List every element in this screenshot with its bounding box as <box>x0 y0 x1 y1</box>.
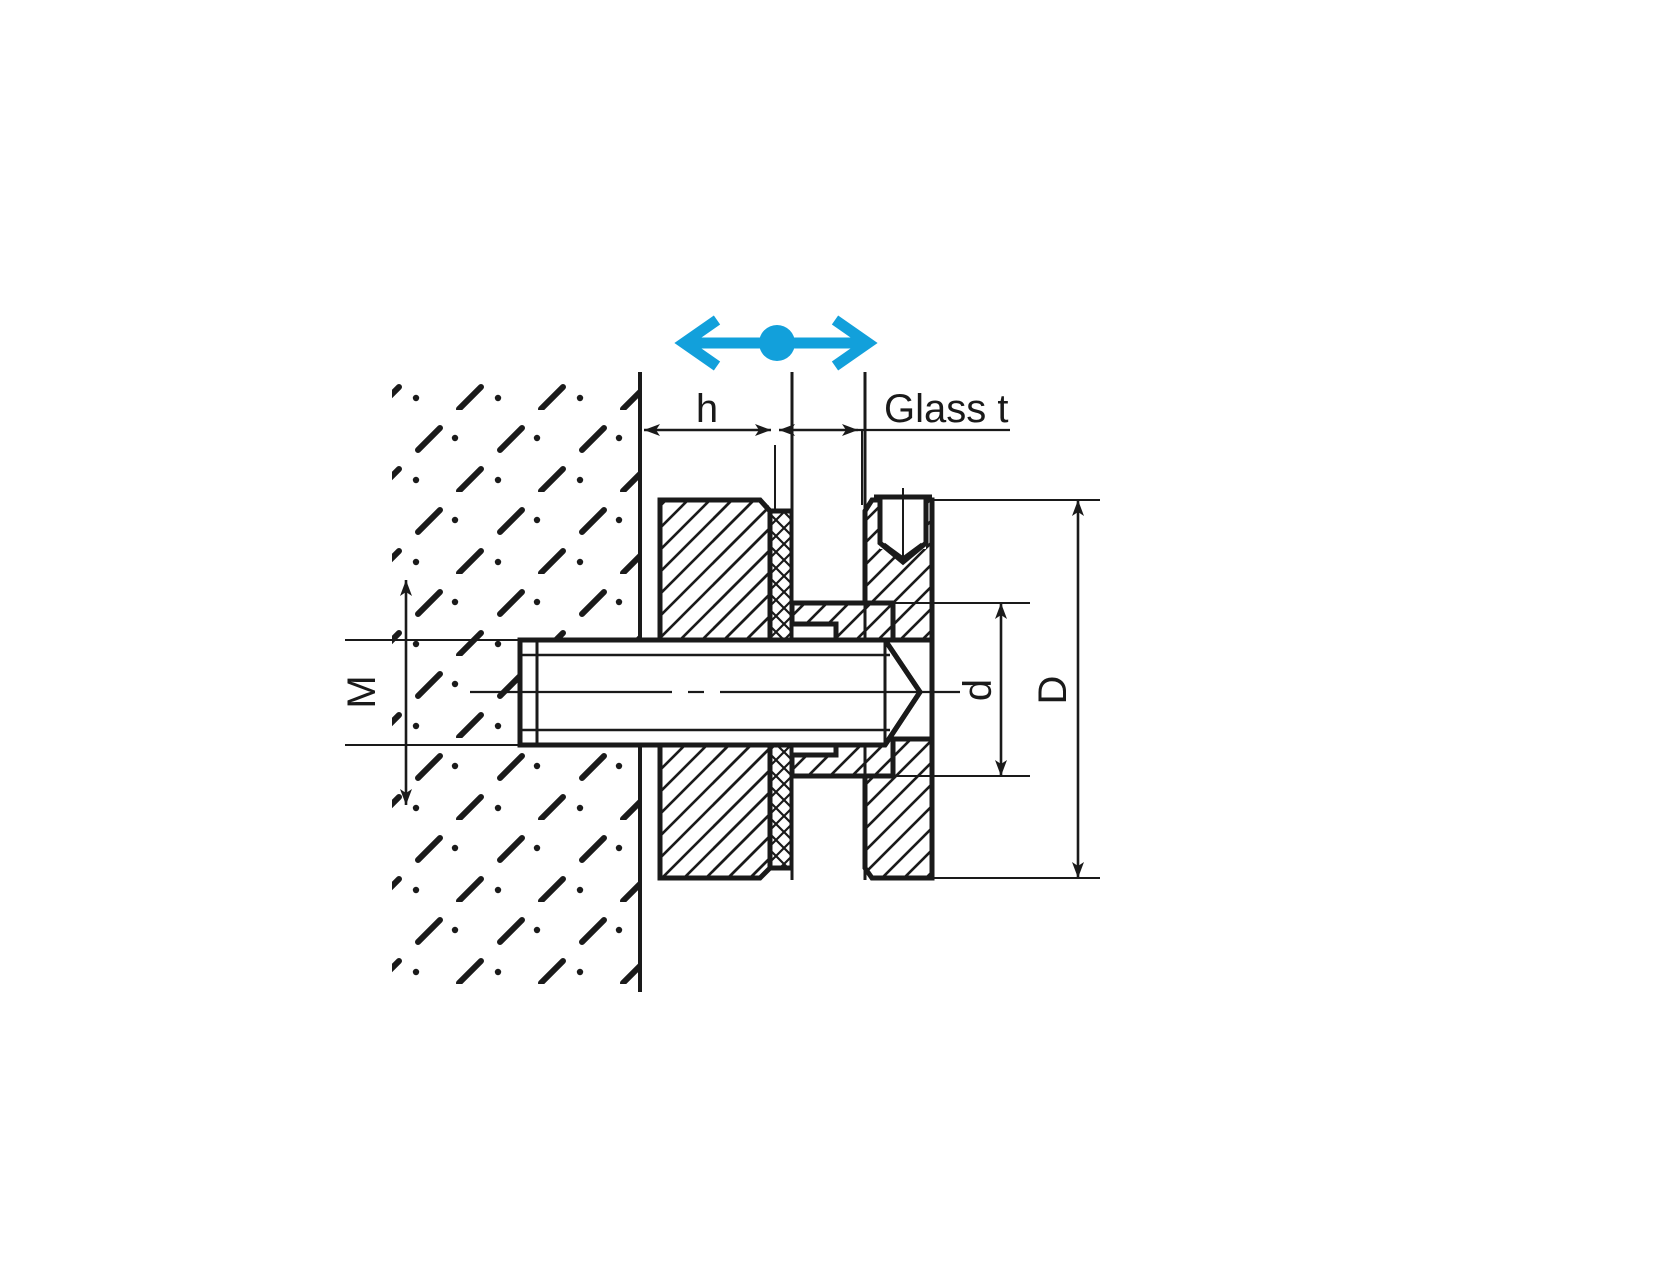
dimension-glass-t: Glass t <box>779 387 1010 436</box>
dimension-label-M: M <box>340 675 384 708</box>
dimension-label-D: D <box>1031 676 1075 705</box>
dimension-label-glass-t: Glass t <box>884 387 1008 431</box>
dimension-d: d <box>956 603 1007 776</box>
dimension-h: h <box>644 387 771 436</box>
dimension-label-d: d <box>956 679 1000 701</box>
adjustable-range-arrow <box>674 315 878 371</box>
grub-screw <box>874 488 932 566</box>
dimension-M: M <box>340 580 412 805</box>
standoff-barrel <box>657 497 773 881</box>
dimension-D: D <box>1031 500 1084 878</box>
adjustable-range-center-dot <box>759 325 795 361</box>
glass-pane <box>788 372 873 1015</box>
threaded-stud <box>470 637 960 748</box>
dimension-label-h: h <box>696 387 718 431</box>
